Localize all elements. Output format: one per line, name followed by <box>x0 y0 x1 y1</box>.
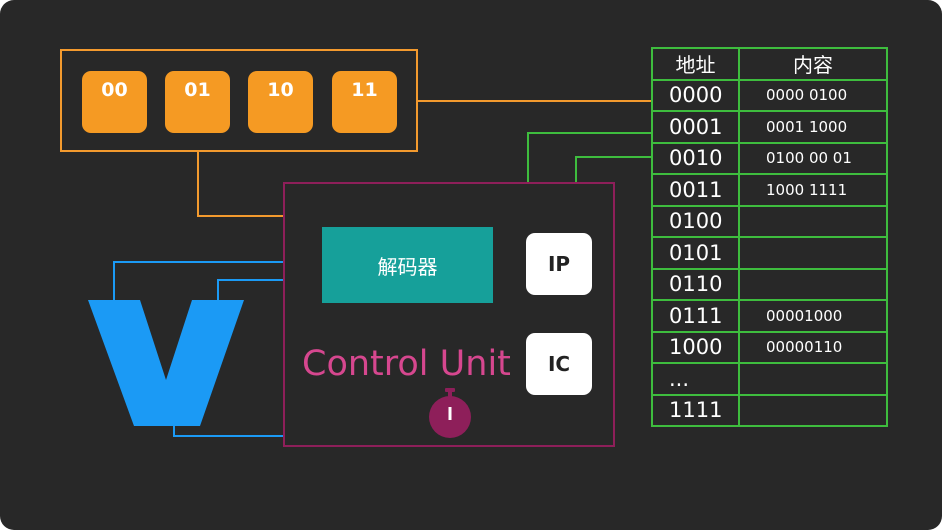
table-row: ... <box>651 362 888 396</box>
ic-register: IC <box>526 333 592 395</box>
adder-wire-1 <box>113 261 284 300</box>
memory-to-control-unit-wire-2 <box>575 156 652 182</box>
table-row: 0101 <box>651 236 888 270</box>
register-11: 11 <box>332 71 397 133</box>
register-to-control-unit-wire <box>197 152 284 217</box>
control-unit <box>283 182 615 447</box>
address-cell: 0000 <box>651 78 740 112</box>
table-row: 1111 <box>651 393 888 427</box>
register-bank <box>60 49 418 152</box>
table-row: 0100 <box>651 204 888 238</box>
content-cell: 1000 1111 <box>738 173 888 207</box>
register-10: 10 <box>248 71 313 133</box>
register-00: 00 <box>82 71 147 133</box>
adder-wire-2 <box>217 279 284 300</box>
content-cell <box>738 204 888 238</box>
address-cell: 0100 <box>651 204 740 238</box>
content-cell <box>738 393 888 427</box>
memory-to-control-unit-wire-1 <box>527 132 652 182</box>
address-cell: 0001 <box>651 110 740 144</box>
content-cell: 0100 00 01 <box>738 141 888 175</box>
register-01: 01 <box>165 71 230 133</box>
address-cell: 0011 <box>651 173 740 207</box>
content-cell: 00001000 <box>738 299 888 333</box>
content-cell <box>738 236 888 270</box>
address-column-header: 地址 <box>651 47 740 81</box>
content-cell <box>738 267 888 301</box>
address-cell: 1111 <box>651 393 740 427</box>
control-unit-label: Control Unit <box>302 344 511 384</box>
content-cell: 00000110 <box>738 330 888 364</box>
decoder-block: 解码器 <box>322 227 493 303</box>
content-cell: 0001 1000 <box>738 110 888 144</box>
address-cell: 1000 <box>651 330 740 364</box>
address-cell: 0101 <box>651 236 740 270</box>
address-cell: 0010 <box>651 141 740 175</box>
memory-table-header: 地址 内容 <box>651 47 888 81</box>
content-cell: 0000 0100 <box>738 78 888 112</box>
stopwatch-icon <box>429 388 471 438</box>
address-cell: 0111 <box>651 299 740 333</box>
address-cell: ... <box>651 362 740 396</box>
address-cell: 0110 <box>651 267 740 301</box>
ip-register: IP <box>526 233 592 295</box>
v-shape-icon <box>88 300 244 426</box>
table-row: 0110 <box>651 267 888 301</box>
content-cell <box>738 362 888 396</box>
content-column-header: 内容 <box>738 47 888 81</box>
